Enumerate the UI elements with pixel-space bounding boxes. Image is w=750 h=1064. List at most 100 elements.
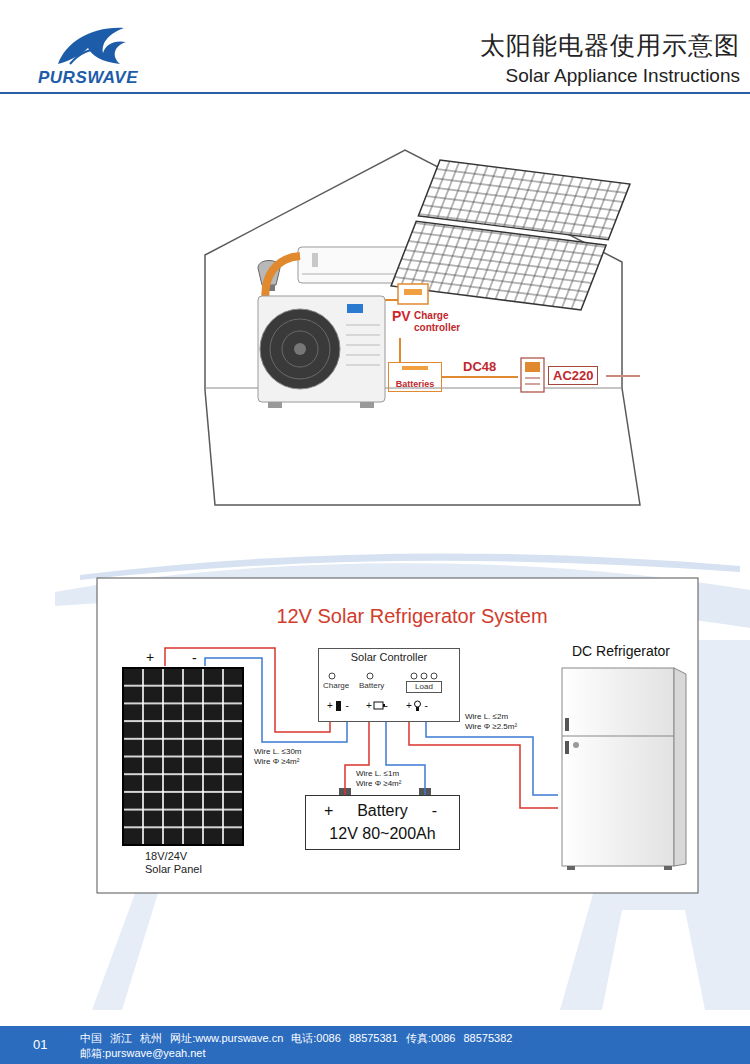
inverter-icon bbox=[525, 384, 540, 385]
diagram-frame bbox=[97, 578, 698, 893]
header-rule bbox=[0, 92, 750, 94]
wire-connector bbox=[400, 338, 401, 362]
wire-note: Wire Φ ≥4m² bbox=[356, 779, 401, 788]
watermark-letter bbox=[560, 640, 750, 1010]
indicator-led bbox=[431, 673, 437, 679]
inverter-icon bbox=[525, 362, 540, 372]
battery-plus: + bbox=[324, 801, 333, 820]
battery-rating: 12V 80~200Ah bbox=[306, 824, 459, 843]
wire-line bbox=[442, 376, 518, 378]
indicator-led bbox=[411, 673, 417, 679]
diagram-title: 12V Solar Refrigerator System bbox=[212, 604, 612, 628]
outdoor-display bbox=[347, 304, 363, 313]
controller-icon bbox=[404, 289, 422, 295]
wire-line bbox=[165, 648, 330, 732]
outdoor-fan bbox=[282, 331, 318, 367]
battery-bar bbox=[402, 366, 428, 370]
outdoor-vent bbox=[346, 335, 380, 336]
fridge-handle bbox=[565, 718, 569, 731]
wire-note: Wire Φ ≥2.5m² bbox=[465, 722, 517, 731]
wire-note: Wire L. ≤30m bbox=[254, 747, 302, 756]
indicator-led bbox=[421, 673, 427, 679]
watermark-letter bbox=[92, 880, 162, 1010]
wire-line bbox=[399, 338, 401, 362]
battery-minus: - bbox=[432, 801, 437, 820]
indoor-unit bbox=[298, 247, 410, 283]
supply-wire bbox=[385, 299, 398, 301]
watermark-swoosh bbox=[80, 553, 740, 580]
battery-box: + Battery- 12V 80~200Ah bbox=[305, 795, 460, 850]
panel-caption: 18V/24V Solar Panel bbox=[145, 850, 209, 876]
load-label: Load bbox=[406, 681, 442, 693]
footer-email: 邮箱:purswave@yeah.net bbox=[80, 1047, 206, 1060]
wire-line bbox=[426, 722, 558, 795]
terminal-polarity: + - bbox=[366, 700, 388, 712]
inverter-box: AC220 bbox=[518, 356, 604, 396]
controller-title: Solar Controller bbox=[319, 651, 459, 664]
ac-voltage-text: AC220 bbox=[548, 366, 598, 385]
fridge-body bbox=[562, 668, 674, 866]
page-subtitle: Solar Appliance Instructions bbox=[506, 65, 740, 87]
inverter-icon bbox=[525, 378, 540, 379]
polarity-mark: + bbox=[146, 650, 154, 664]
roof-solar-panels bbox=[391, 160, 630, 310]
refrigerator-title: DC Refrigerator bbox=[572, 643, 670, 660]
solar-panel bbox=[123, 668, 243, 845]
batteries-text: Batteries bbox=[389, 379, 441, 390]
outdoor-fan bbox=[270, 319, 330, 379]
fridge-side bbox=[674, 668, 686, 866]
fridge-door-gap bbox=[562, 736, 674, 737]
house-outline bbox=[205, 150, 640, 505]
outdoor-vent bbox=[346, 345, 380, 346]
charge-controller-box: PVCharge controller bbox=[392, 308, 470, 338]
battery-name: Battery bbox=[344, 801, 421, 820]
logo-wave bbox=[58, 28, 126, 64]
supply-wire bbox=[606, 375, 640, 377]
controller-icon bbox=[398, 284, 428, 304]
outdoor-foot bbox=[360, 402, 374, 408]
refrigerator-node: DC Refrigerator bbox=[558, 641, 690, 873]
outdoor-fan bbox=[294, 343, 306, 355]
batteries-box: Batteries bbox=[388, 362, 442, 392]
wire-connector bbox=[165, 648, 347, 742]
outdoor-vent bbox=[346, 355, 380, 356]
polarity-mark: - bbox=[192, 651, 197, 665]
wire-note: Wire Φ ≥4m² bbox=[254, 757, 299, 766]
outdoor-fan bbox=[260, 309, 340, 389]
fridge-handle bbox=[565, 741, 569, 754]
footer-contact: 中国 浙江 杭州 网址:www.purswave.cn 电话:0086 8857… bbox=[80, 1032, 512, 1045]
terminal-polarity: + - bbox=[327, 700, 349, 712]
inverter-icon bbox=[521, 358, 544, 392]
outdoor-vent bbox=[346, 365, 380, 366]
solar-panel-node: 18V/24V Solar Panel bbox=[118, 666, 248, 880]
wire-line bbox=[205, 658, 347, 742]
wire-connector bbox=[442, 377, 518, 378]
fridge-foot bbox=[664, 866, 672, 870]
edge-label: DC48 bbox=[461, 359, 498, 374]
footer-bar bbox=[0, 1026, 750, 1064]
indicator-label: Charge bbox=[323, 681, 349, 691]
fridge-foot bbox=[567, 866, 575, 870]
logo-wave bbox=[70, 50, 100, 64]
page-number: 01 bbox=[33, 1037, 47, 1052]
pv-text: PV bbox=[392, 308, 411, 324]
indoor-unit-vent bbox=[302, 274, 406, 275]
indicator-label: Battery bbox=[359, 681, 384, 691]
brand-logo-text: PURSWAVE bbox=[38, 68, 138, 88]
controller-text: Charge controller bbox=[414, 310, 468, 334]
terminal-polarity: + - bbox=[406, 700, 428, 712]
outdoor-unit bbox=[258, 296, 385, 402]
outdoor-vent bbox=[346, 325, 380, 326]
indoor-unit-panel bbox=[312, 253, 318, 267]
outdoor-foot bbox=[268, 402, 282, 408]
wire-note: Wire L. ≤2m bbox=[465, 712, 508, 721]
indicator-led bbox=[329, 673, 335, 679]
wire-connector bbox=[345, 722, 425, 795]
page-title: 太阳能电器使用示意图 bbox=[480, 30, 740, 60]
indicator-led bbox=[367, 673, 373, 679]
fridge-lock bbox=[573, 742, 579, 748]
wire-note: Wire L. ≤1m bbox=[356, 769, 399, 778]
